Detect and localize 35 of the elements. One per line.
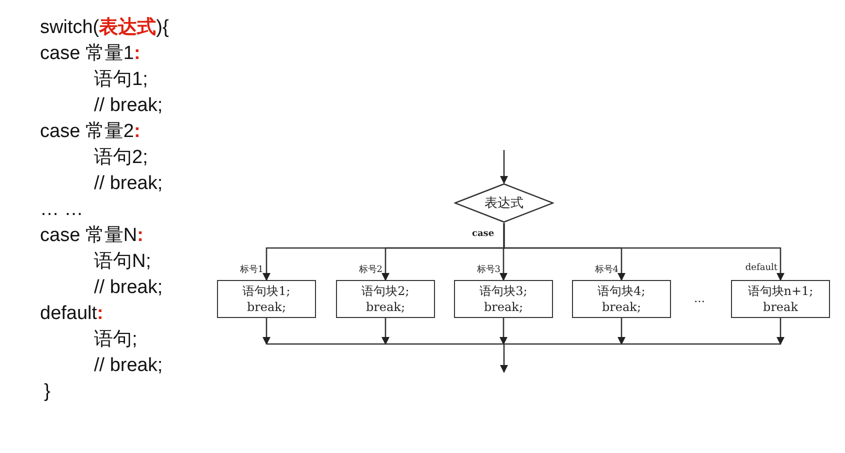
case-label: 标号3	[476, 264, 500, 276]
case-label: 标号1	[240, 264, 264, 276]
process-box: 语句块1; break;	[217, 280, 316, 318]
arrow	[500, 150, 508, 184]
arrow	[262, 318, 270, 345]
arrow	[500, 318, 508, 345]
process-box: 语句块4; break;	[572, 280, 671, 318]
code-line: case 常量1:	[40, 42, 140, 66]
code-line: switch(表达式){	[40, 16, 169, 40]
code-line: }	[44, 380, 50, 404]
code-line: // break;	[94, 354, 163, 378]
case-label: default	[745, 263, 778, 273]
code-line: // break;	[94, 172, 163, 196]
arrow	[776, 318, 784, 345]
code-line: 语句2;	[94, 146, 148, 170]
case-label: 标号2	[358, 264, 382, 276]
case-label: 标号4	[594, 264, 618, 276]
code-line: 语句1;	[94, 68, 148, 92]
code-line: // break;	[94, 94, 163, 118]
code-line: // break;	[94, 276, 163, 300]
arrow	[618, 318, 626, 345]
code-line: default:	[40, 302, 104, 326]
decision-diamond: 表达式	[454, 183, 554, 223]
code-line: case 常量N:	[40, 224, 144, 248]
arrow	[382, 318, 390, 345]
code-line: … …	[40, 198, 84, 222]
ellipsis-label: …	[694, 292, 705, 305]
code-line: case 常量2:	[40, 120, 140, 144]
code-line: 语句N;	[94, 250, 151, 274]
process-box: 语句块2; break;	[336, 280, 435, 318]
process-box: 语句块3; break;	[454, 280, 553, 318]
arrow	[503, 223, 784, 281]
process-box: 语句块n+1; break	[731, 280, 830, 318]
code-line: 语句;	[94, 328, 138, 352]
case-keyword: case	[472, 229, 494, 239]
